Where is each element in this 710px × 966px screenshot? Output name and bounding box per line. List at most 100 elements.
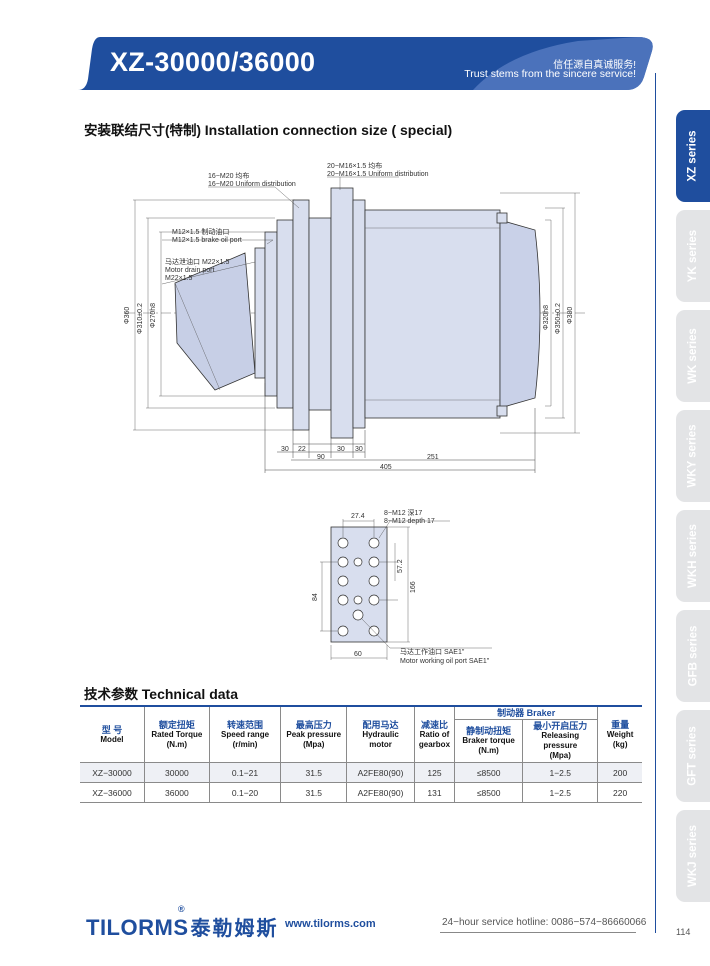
install-title-cn: 安装联结尺寸(特制) <box>84 123 201 138</box>
dim-22: 22 <box>298 446 306 453</box>
note-port-en: Motor working oil port SAE1" <box>400 658 490 665</box>
dia-360: Φ360 <box>124 307 131 324</box>
note-brake-cn: M12×1.5 制动油口 <box>172 227 229 236</box>
header-banner: XZ-30000/36000 信任源自真诚服务! Trust stems fro… <box>78 37 656 90</box>
dim-251: 251 <box>427 454 439 461</box>
note-16m20-en: 16−M20 Uniform distribution <box>208 181 296 188</box>
cell-speed: 0.1−21 <box>208 762 281 783</box>
cell-brake: ≤8500 <box>454 782 523 803</box>
service-hotline: 24−hour service hotline: 0086−574−866600… <box>442 917 647 928</box>
col-braker: 制动器 Braker <box>454 705 598 720</box>
cell-torque: 36000 <box>143 782 210 803</box>
note-8m12-en: 8−M12 depth 17 <box>384 518 435 525</box>
page-number: 114 <box>676 927 691 937</box>
cell-weight: 220 <box>597 782 642 803</box>
cell-torque: 30000 <box>143 762 210 783</box>
cell-model: XZ−36000 <box>80 782 145 803</box>
cell-model: XZ−30000 <box>80 762 145 783</box>
note-16m20-cn: 16−M20 均布 <box>208 171 249 180</box>
install-section-title: 安装联结尺寸(特制) Installation connection size … <box>84 119 452 139</box>
note-brake-en: M12×1.5 brake oil port <box>172 237 242 244</box>
dia-350: Φ350±0.2 <box>555 303 562 334</box>
tab-label: YK series <box>687 229 699 283</box>
cell-release: 1−2.5 <box>522 782 598 803</box>
brand-name: TILORMS <box>86 915 189 940</box>
slogan-cn: 信任源自真诚服务! <box>553 60 636 71</box>
dia-310: Φ310±0.2 <box>137 303 144 334</box>
cell-release: 1−2.5 <box>522 762 598 783</box>
cell-speed: 0.1−20 <box>208 782 281 803</box>
cell-ratio: 125 <box>413 762 455 783</box>
tab-gfb-series[interactable]: GFB series <box>676 610 710 702</box>
note-drain-cn: 马达泄油口 M22×1.5 <box>165 257 229 266</box>
installation-drawing: 30 22 30 30 90 251 405 Φ360 Φ310±0.2 Φ27… <box>124 161 585 473</box>
dia-320: Φ320h8 <box>543 305 550 330</box>
registered-mark: ® <box>178 904 186 914</box>
note-8m12-cn: 8−M12 深17 <box>384 508 422 517</box>
table-row: XZ−30000 30000 0.1−21 31.5 A2FE80(90) 12… <box>80 762 642 783</box>
tech-title-en: Technical data <box>141 686 238 702</box>
page-title: XZ-30000/36000 <box>110 47 316 77</box>
brand-name-cn: 泰勒姆斯 <box>190 918 279 940</box>
note-20m16-en: 20−M16×1.5 Uniform distribution <box>327 171 429 178</box>
dim-166: 166 <box>410 581 417 593</box>
port-plate-drawing: 27.4 8−M12 深17 8−M12 depth 17 57.2 84 16… <box>312 508 492 665</box>
tab-wk-series[interactable]: WK series <box>676 310 710 402</box>
note-port-cn: 马达工作油口 SAE1" <box>400 647 465 656</box>
right-rule <box>655 73 656 933</box>
tab-label: WK series <box>687 328 700 384</box>
dim-30b: 30 <box>337 446 345 453</box>
dia-380: Φ380 <box>567 307 574 324</box>
tech-title-cn: 技术参数 <box>84 687 138 702</box>
table-row: XZ−36000 36000 0.1−20 31.5 A2FE80(90) 13… <box>80 782 642 803</box>
website-link[interactable]: www.tilorms.com <box>285 918 376 930</box>
tab-label: WKJ series <box>687 824 700 888</box>
tab-xz-series[interactable]: XZ series <box>676 110 710 202</box>
note-drain-en2: M22×1.5 <box>165 275 193 282</box>
note-20m16-cn: 20−M16×1.5 均布 <box>327 161 382 170</box>
tab-wkh-series[interactable]: WKH series <box>676 510 710 602</box>
dim-405: 405 <box>380 464 392 471</box>
dim-30c: 30 <box>355 446 363 453</box>
cell-brake: ≤8500 <box>454 762 523 783</box>
install-title-en: Installation connection size ( special) <box>204 122 453 138</box>
tech-section-title: 技术参数 Technical data <box>84 683 238 703</box>
tab-label: GFT series <box>687 726 700 786</box>
tab-wkj-series[interactable]: WKJ series <box>676 810 710 902</box>
banner-shape <box>78 37 653 90</box>
dim-27-4: 27.4 <box>351 513 365 520</box>
cell-pressure: 31.5 <box>280 762 347 783</box>
dim-84: 84 <box>312 593 319 601</box>
cell-motor: A2FE80(90) <box>346 782 415 803</box>
tab-label: XZ series <box>687 130 699 182</box>
dim-60: 60 <box>354 651 362 658</box>
dia-270: Φ270h8 <box>150 303 157 328</box>
dim-90: 90 <box>317 454 325 461</box>
tab-label: WKY series <box>687 424 700 488</box>
tab-gft-series[interactable]: GFT series <box>676 710 710 802</box>
cell-ratio: 131 <box>413 782 455 803</box>
cell-weight: 200 <box>597 762 642 783</box>
tab-yk-series[interactable]: YK series <box>676 210 710 302</box>
cell-pressure: 31.5 <box>280 782 347 803</box>
dim-57-2: 57.2 <box>397 559 404 573</box>
tab-label: WKH series <box>687 524 700 588</box>
slogan-en: Trust stems from the sincere service! <box>464 68 636 80</box>
dim-30a: 30 <box>281 446 289 453</box>
cell-motor: A2FE80(90) <box>346 762 415 783</box>
note-drain-en1: Motor drain port <box>165 267 214 274</box>
footer-rule <box>440 932 636 933</box>
tab-label: GFB series <box>687 625 700 687</box>
tab-wky-series[interactable]: WKY series <box>676 410 710 502</box>
